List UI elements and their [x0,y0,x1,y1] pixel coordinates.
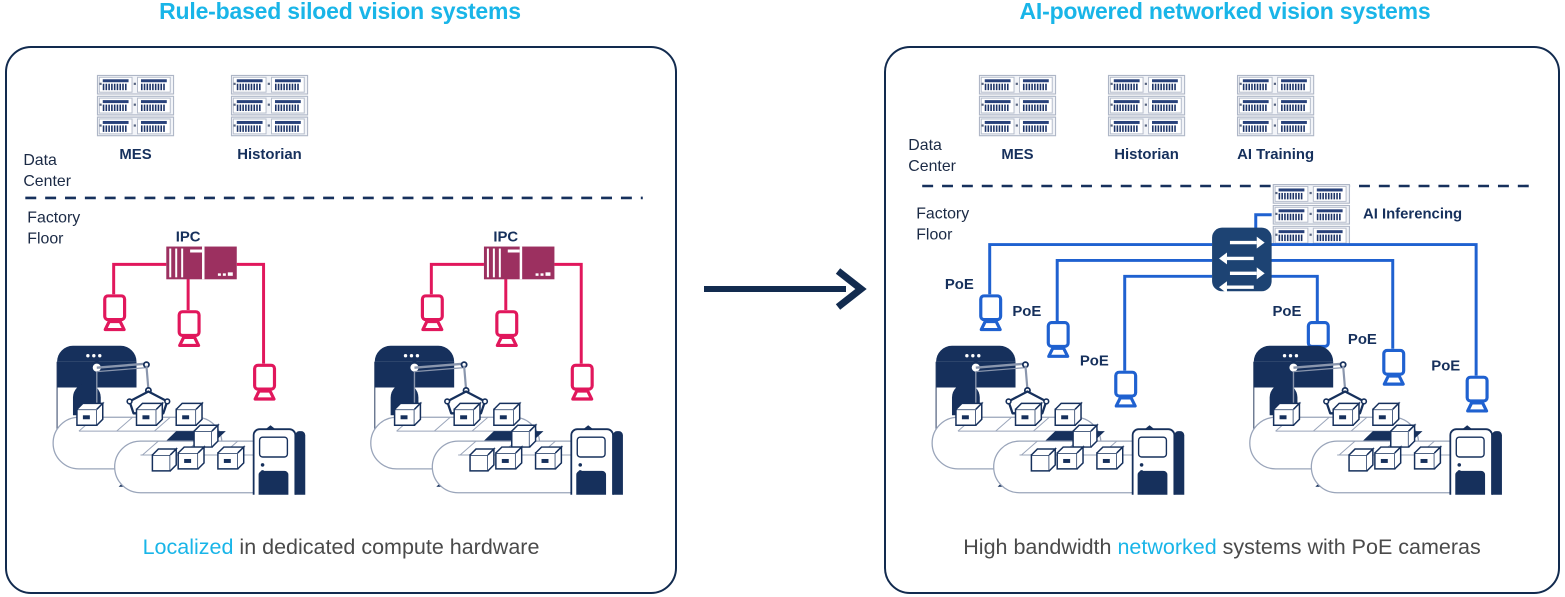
left-panel: Data Center Factory Floor MES Historian … [5,46,677,594]
camera-2-3 [570,363,594,401]
left-zone-factory-line1: Factory [27,210,80,227]
poe-label-4: PoE [1272,304,1301,320]
right-panel-graphics: Data Center Factory Floor MES Historian … [908,48,1530,495]
left-panel-title: Rule-based siloed vision systems [159,0,521,24]
poe-camera-6 [1465,375,1489,413]
right-panel: Data Center Factory Floor MES Historian … [884,46,1560,594]
ipc-label-1: IPC [176,230,201,246]
camera-1-1 [103,294,127,332]
server-label-historian: Historian [237,147,301,163]
left-caption-highlight: Localized [142,535,234,559]
camera-1-2 [177,310,201,348]
left-panel-caption: Localized in dedicated compute hardware [7,535,675,560]
right-panel-caption: High bandwidth networked systems with Po… [886,535,1558,560]
right-zone-factory-line1: Factory [916,206,969,223]
right-caption-highlight: networked [1117,535,1217,559]
ipc-device-1 [166,246,237,280]
right-panel-title: AI-powered networked vision systems [1019,0,1431,24]
production-cell-2: IPC [369,230,625,495]
server-rack-aiinferencing [1273,185,1349,245]
poe-label-5: PoE [1348,332,1377,348]
transition-arrow [704,268,867,310]
left-panel-graphics: Data Center Factory Floor MES Historian … [23,48,643,495]
poe-camera-2 [1046,320,1070,358]
server-rack-mes [97,75,173,135]
right-zone-factory-line2: Floor [916,227,953,244]
camera-1-3 [253,363,277,401]
server-label-mes: MES [119,147,151,163]
factory-cell-art-1 [51,344,307,495]
server-rack-mes-right [979,75,1055,135]
server-label-aiinferencing: AI Inferencing [1363,207,1462,223]
right-zone-datacenter-line1: Data [908,137,942,154]
poe-label-2: PoE [1012,304,1041,320]
left-caption-rest: in dedicated compute hardware [233,535,540,559]
production-cell-1: IPC [51,230,307,495]
poe-camera-3 [1114,370,1138,408]
ipc-label-2: IPC [493,230,518,246]
right-caption-suffix: systems with PoE cameras [1216,535,1481,559]
left-zone-factory-line2: Floor [27,231,64,248]
server-rack-historian-right [1108,75,1184,135]
server-label-historian-right: Historian [1114,147,1178,163]
server-label-mes-right: MES [1001,147,1033,163]
factory-cell-art-right-2 [1248,344,1504,495]
server-rack-aitraining [1237,75,1313,135]
network-cabling [988,213,1478,376]
poe-camera-5 [1382,348,1406,386]
ipc-device-2 [483,246,555,280]
poe-label-6: PoE [1431,359,1460,375]
network-switch [1212,227,1272,294]
camera-2-1 [420,294,444,332]
poe-camera-1 [979,294,1003,332]
server-rack-historian [231,75,307,135]
camera-2-2 [495,310,519,348]
poe-label-1: PoE [945,277,974,293]
poe-label-3: PoE [1080,354,1109,370]
factory-cell-art-2 [369,344,625,495]
right-caption-prefix: High bandwidth [963,535,1118,559]
left-zone-datacenter-line1: Data [23,152,57,169]
left-zone-datacenter-line2: Center [23,173,71,190]
factory-cell-art-right-1 [930,344,1186,495]
server-label-aitraining: AI Training [1237,147,1314,163]
right-zone-datacenter-line2: Center [908,158,956,175]
